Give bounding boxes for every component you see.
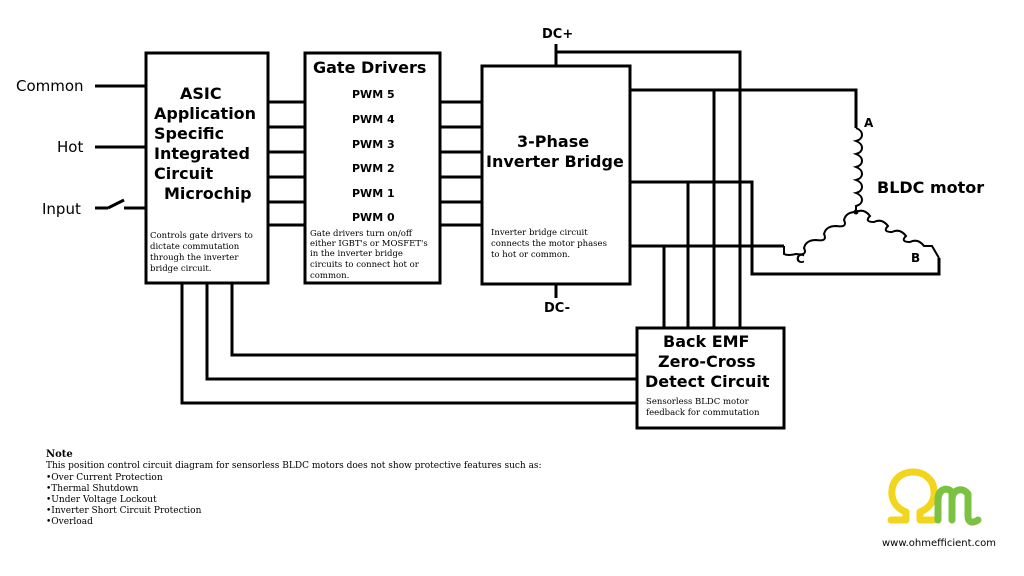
back-emf-description: Sensorless BLDC motor feedback for commu… (646, 397, 760, 418)
svg-text:Specific: Specific (154, 124, 224, 143)
hot-label: Hot (57, 138, 83, 156)
omega-mark (887, 468, 938, 524)
svg-text:Zero-Cross: Zero-Cross (658, 352, 756, 371)
dc-minus-label: DC- (544, 301, 570, 316)
pwm-0-label: PWM 0 (352, 211, 395, 224)
common-label: Common (16, 77, 84, 95)
svg-text:circuits to connect hot or: circuits to connect hot or (310, 260, 420, 270)
inverter-box (480, 64, 632, 286)
svg-text:common.: common. (310, 271, 349, 281)
svg-text:to hot or common.: to hot or common. (491, 250, 570, 260)
phase-a-label: A (864, 116, 874, 130)
gate-drivers-description: Gate drivers turn on/off either IGBT's o… (310, 229, 428, 281)
svg-text:Circuit: Circuit (154, 164, 213, 183)
input-switch (95, 198, 146, 210)
feedback-wires (180, 283, 637, 405)
pwm-1-label: PWM 1 (352, 187, 395, 200)
phase-wires (556, 50, 941, 328)
svg-text:Detect Circuit: Detect Circuit (645, 372, 770, 391)
note-title: Note (46, 449, 73, 460)
input-label: Input (42, 200, 81, 218)
phase-b-label: B (911, 251, 920, 265)
pwm-3-label: PWM 3 (352, 138, 395, 151)
svg-text:in the inverter bridge: in the inverter bridge (310, 249, 403, 259)
asic-description: Controls gate drivers to dictate commuta… (150, 231, 253, 274)
svg-text:either IGBT's or MOSFET's: either IGBT's or MOSFET's (310, 239, 428, 249)
m-mark (934, 485, 982, 526)
svg-text:Application: Application (154, 104, 256, 123)
note-item: •Thermal Shutdown (46, 484, 139, 494)
inverter-title: 3-Phase Inverter Bridge (486, 132, 624, 171)
note-item: •Over Current Protection (46, 473, 163, 483)
bldc-motor-label: BLDC motor (877, 178, 984, 197)
svg-text:Integrated: Integrated (154, 144, 250, 163)
svg-text:Back EMF: Back EMF (663, 332, 749, 351)
ohmefficient-logo (887, 468, 982, 526)
svg-text:connects the motor phases: connects the motor phases (491, 239, 607, 249)
note-block: Note This position control circuit diagr… (46, 449, 542, 527)
asic-title: ASIC Application Specific Integrated Cir… (154, 84, 256, 203)
note-item: •Overload (46, 517, 93, 527)
svg-text:Sensorless BLDC motor: Sensorless BLDC motor (646, 397, 750, 407)
svg-text:Inverter Bridge: Inverter Bridge (486, 152, 624, 171)
svg-text:through the inverter: through the inverter (150, 253, 239, 263)
inverter-description: Inverter bridge circuit connects the mot… (491, 228, 607, 260)
pwm-4-label: PWM 4 (352, 113, 395, 126)
pwm-5-label: PWM 5 (352, 88, 395, 101)
svg-text:Gate drivers turn on/off: Gate drivers turn on/off (310, 229, 413, 239)
svg-text:3-Phase: 3-Phase (517, 132, 589, 151)
gate-drivers-box (303, 51, 442, 285)
pwm-labels: PWM 5 PWM 4 PWM 3 PWM 2 PWM 1 PWM 0 (352, 88, 395, 224)
pwm-2-label: PWM 2 (352, 162, 395, 175)
svg-text:feedback for commutation: feedback for commutation (646, 408, 760, 418)
back-emf-title: Back EMF Zero-Cross Detect Circuit (645, 332, 770, 391)
svg-text:Microchip: Microchip (164, 184, 252, 203)
svg-text:ASIC: ASIC (180, 84, 222, 103)
note-item: •Inverter Short Circuit Protection (46, 506, 202, 516)
svg-text:Inverter bridge circuit: Inverter bridge circuit (491, 228, 588, 238)
dc-plus-label: DC+ (542, 27, 573, 42)
note-item: •Under Voltage Lockout (46, 495, 157, 505)
svg-text:bridge circuit.: bridge circuit. (150, 264, 211, 274)
website-url: www.ohmefficient.com (882, 538, 996, 549)
back-emf-box (635, 326, 786, 430)
bldc-motor-windings (783, 127, 940, 259)
note-intro: This position control circuit diagram fo… (46, 461, 542, 471)
svg-text:dictate commutation: dictate commutation (150, 242, 240, 252)
gate-drivers-title: Gate Drivers (313, 58, 426, 77)
asic-box (144, 51, 270, 285)
phase-c-label: C (796, 252, 805, 266)
svg-text:Controls gate drivers to: Controls gate drivers to (150, 231, 253, 241)
